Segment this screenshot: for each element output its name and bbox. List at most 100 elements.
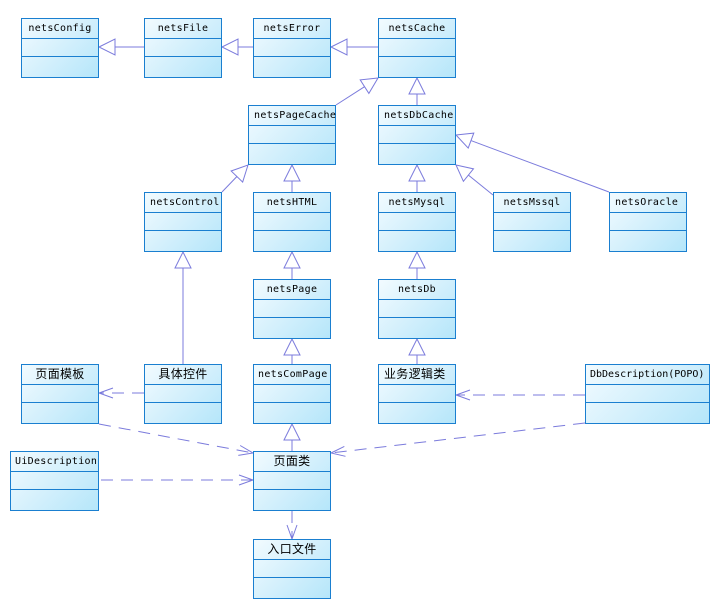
relation-line — [468, 174, 494, 196]
relation-generalization-netsPageCache-to-netsCache — [335, 77, 379, 106]
operations-compartment — [254, 403, 330, 424]
attributes-compartment — [379, 126, 455, 144]
relation-generalization-netsDbCache-to-netsCache — [408, 76, 426, 105]
class-netsConfig[interactable]: netsConfig — [21, 18, 99, 78]
relation-dependency-uiDescription-to-pageClass — [101, 474, 255, 486]
attributes-compartment — [145, 385, 221, 403]
class-name: netsHTML — [254, 193, 330, 213]
relation-generalization-netsComPage-to-netsPage — [283, 337, 301, 364]
class-netsDbCache[interactable]: netsDbCache — [378, 105, 456, 165]
attributes-compartment — [379, 300, 455, 318]
operations-compartment — [22, 403, 98, 424]
relation-line — [221, 176, 238, 193]
class-netsError[interactable]: netsError — [253, 18, 331, 78]
attributes-compartment — [11, 472, 98, 490]
operations-compartment — [145, 57, 221, 78]
class-name: 业务逻辑类 — [379, 365, 455, 385]
relation-generalization-netsCache-to-netsError — [329, 38, 378, 56]
class-ui-description[interactable]: UiDescription — [10, 451, 99, 511]
hollow-triangle-arrowhead-icon — [408, 76, 426, 95]
operations-compartment — [254, 231, 330, 252]
hollow-triangle-arrowhead-icon — [455, 164, 475, 183]
open-arrowhead-icon — [329, 445, 346, 457]
operations-compartment — [379, 403, 455, 424]
class-name: netsMssql — [494, 193, 570, 213]
attributes-compartment — [254, 39, 330, 57]
operations-compartment — [254, 318, 330, 339]
relation-generalization-concreteControl-to-netsControl — [174, 250, 192, 364]
class-name: UiDescription — [11, 452, 98, 472]
class-name: netsCache — [379, 19, 455, 39]
hollow-triangle-arrowhead-icon — [283, 250, 301, 269]
class-netsHTML[interactable]: netsHTML — [253, 192, 331, 252]
operations-compartment — [254, 578, 330, 599]
attributes-compartment — [379, 39, 455, 57]
class-netsDb[interactable]: netsDb — [378, 279, 456, 339]
operations-compartment — [379, 231, 455, 252]
attributes-compartment — [379, 385, 455, 403]
operations-compartment — [249, 144, 335, 165]
open-arrowhead-icon — [97, 387, 114, 399]
class-netsPage[interactable]: netsPage — [253, 279, 331, 339]
open-arrowhead-icon — [454, 389, 471, 401]
class-page-template[interactable]: 页面模板 — [21, 364, 99, 424]
hollow-triangle-arrowhead-icon — [283, 422, 301, 441]
class-name: DbDescription(POPO) — [586, 365, 709, 385]
relation-generalization-netsControl-to-netsPageCache — [221, 164, 249, 193]
class-name: 页面模板 — [22, 365, 98, 385]
attributes-compartment — [379, 213, 455, 231]
class-concrete-control[interactable]: 具体控件 — [144, 364, 222, 424]
relation-dependency-dbDescription-to-businessLogic — [454, 389, 585, 401]
hollow-triangle-arrowhead-icon — [359, 77, 379, 95]
class-name: netsDb — [379, 280, 455, 300]
attributes-compartment — [494, 213, 570, 231]
relation-dependency-pageTemplate-to-pageClass — [98, 423, 255, 456]
class-entry-file[interactable]: 入口文件 — [253, 539, 331, 599]
class-name: netsPageCache — [249, 106, 336, 126]
relation-generalization-netsDb-to-netsMysql — [408, 250, 426, 279]
class-name: netsConfig — [22, 19, 98, 39]
operations-compartment — [145, 403, 221, 424]
attributes-compartment — [610, 213, 686, 231]
class-netsFile[interactable]: netsFile — [144, 18, 222, 78]
relation-dependency-dbDescription-to-pageClass — [329, 422, 586, 457]
hollow-triangle-arrowhead-icon — [408, 163, 426, 182]
operations-compartment — [586, 403, 709, 424]
class-name: 页面类 — [254, 452, 330, 472]
relation-dependency-concreteControl-to-pageTemplate — [97, 387, 144, 399]
hollow-triangle-arrowhead-icon — [283, 163, 301, 182]
relation-line — [470, 140, 610, 193]
class-name: 具体控件 — [145, 365, 221, 385]
attributes-compartment — [254, 385, 330, 403]
class-name: netsFile — [145, 19, 221, 39]
operations-compartment — [22, 57, 98, 78]
class-name: netsComPage — [254, 365, 330, 385]
class-page-class[interactable]: 页面类 — [253, 451, 331, 511]
hollow-triangle-arrowhead-icon — [174, 250, 192, 269]
relation-dependency-pageClass-to-entryFile — [286, 511, 298, 541]
class-name: 入口文件 — [254, 540, 330, 560]
operations-compartment — [379, 144, 455, 165]
class-netsControl[interactable]: netsControl — [144, 192, 222, 252]
attributes-compartment — [145, 39, 221, 57]
operations-compartment — [379, 57, 455, 78]
attributes-compartment — [145, 213, 221, 231]
class-db-description[interactable]: DbDescription(POPO) — [585, 364, 710, 424]
attributes-compartment — [22, 39, 98, 57]
attributes-compartment — [254, 300, 330, 318]
operations-compartment — [494, 231, 570, 252]
class-netsMssql[interactable]: netsMssql — [493, 192, 571, 252]
class-netsOracle[interactable]: netsOracle — [609, 192, 687, 252]
class-name: netsMysql — [379, 193, 455, 213]
class-netsComPage[interactable]: netsComPage — [253, 364, 331, 424]
relation-generalization-businessLogic-to-netsDb — [408, 337, 426, 364]
class-name: netsOracle — [610, 193, 686, 213]
class-netsCache[interactable]: netsCache — [378, 18, 456, 78]
class-netsPageCache[interactable]: netsPageCache — [248, 105, 336, 165]
operations-compartment — [254, 490, 330, 511]
attributes-compartment — [254, 213, 330, 231]
relation-generalization-netsPage-to-netsHTML — [283, 250, 301, 279]
class-netsMysql[interactable]: netsMysql — [378, 192, 456, 252]
class-business-logic[interactable]: 业务逻辑类 — [378, 364, 456, 424]
relation-generalization-netsFile-to-netsConfig — [97, 38, 144, 56]
